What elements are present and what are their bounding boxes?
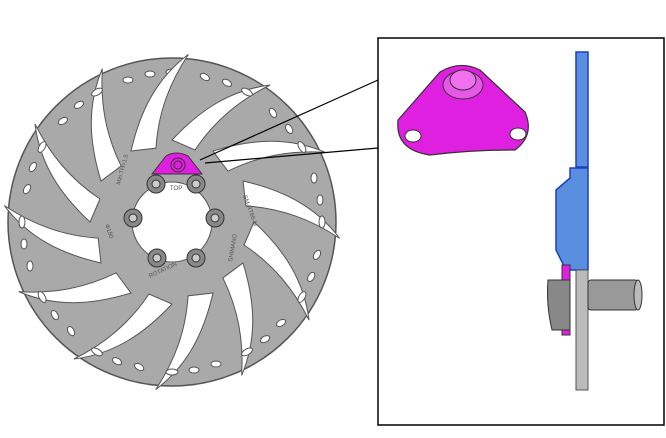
brake-rotor: Min.TH=1.5 SM-RT66-M Φ180 ROTATION SHIMA…	[0, 39, 355, 405]
callout-line	[199, 79, 379, 161]
rotor-bolts	[123, 174, 225, 268]
brand-label: SHIMANO	[228, 233, 239, 262]
highlighted-part	[150, 152, 204, 175]
detail-inset	[377, 37, 665, 426]
top-label: TOP	[170, 186, 182, 192]
diameter-label: Φ180	[103, 224, 114, 241]
callout-line	[204, 147, 379, 164]
